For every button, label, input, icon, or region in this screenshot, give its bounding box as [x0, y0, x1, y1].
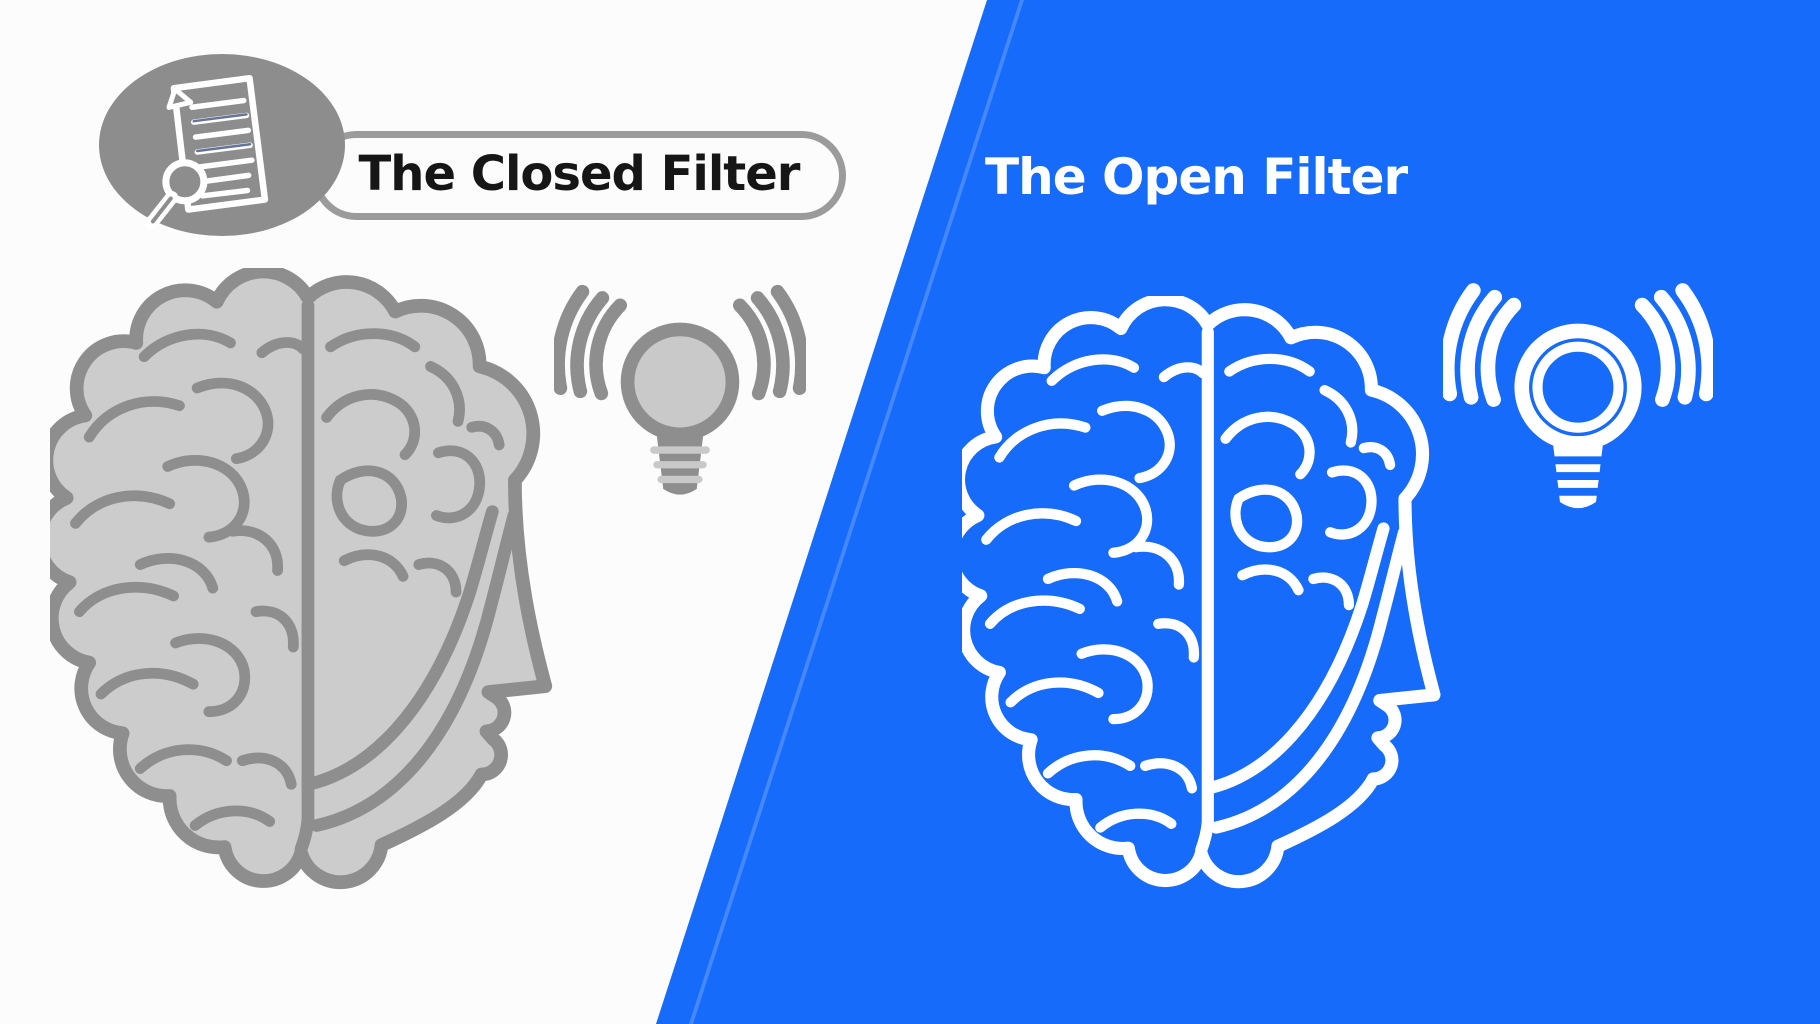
document-text-lines-ink — [192, 113, 252, 153]
closed-radiating-bulb-icon — [554, 256, 806, 513]
document-scan-badge-icon — [99, 54, 345, 236]
closed-filter-label-pill: The Closed Filter — [312, 131, 846, 220]
closed-brain-head-icon — [50, 268, 560, 920]
magnifier-handle-core — [150, 196, 173, 224]
open-filter-title: The Open Filter — [985, 148, 1408, 206]
document-fold-corner — [166, 86, 194, 110]
closed-filter-title: The Closed Filter — [358, 145, 801, 202]
magnifier-icon — [162, 159, 208, 205]
open-brain-head-icon — [962, 296, 1448, 918]
open-radiating-bulb-icon — [1443, 252, 1713, 528]
badge-ellipse — [99, 54, 345, 236]
